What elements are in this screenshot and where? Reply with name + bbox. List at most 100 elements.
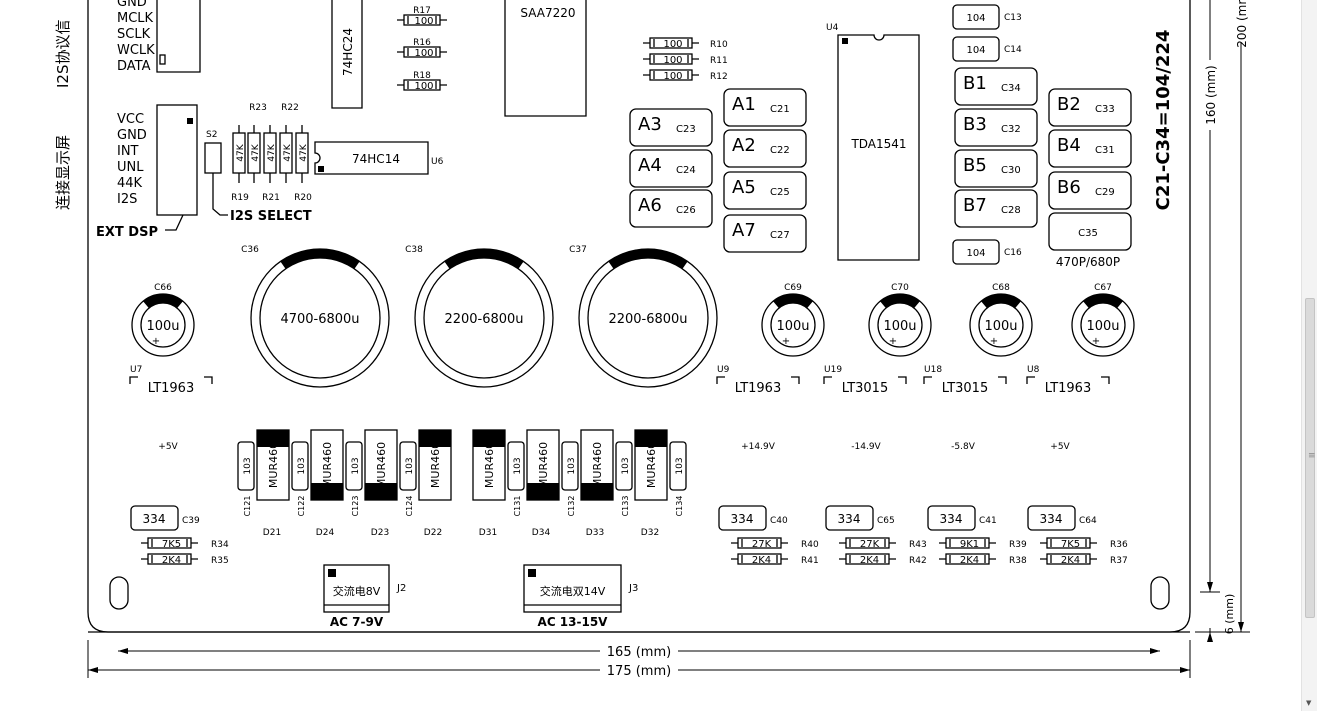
- cap103-ref-1: C122: [297, 496, 306, 517]
- cap-pad-label-8: B3: [963, 114, 987, 135]
- cap100u-value-3: 100u: [984, 319, 1017, 334]
- cap-pad-ref-6: C27: [770, 230, 790, 241]
- cap103-ref-4: C131: [513, 496, 522, 517]
- cap103-value-1: 103: [297, 457, 307, 474]
- cap-pad-ref-13: C29: [1095, 187, 1115, 198]
- cap334-value-2: 334: [838, 512, 861, 526]
- cap-pad-11: [1048, 88, 1132, 127]
- cap-pad-2: [629, 189, 713, 228]
- cap334-ref-0: C39: [182, 516, 200, 526]
- diode-ref-left-2: D23: [371, 528, 389, 538]
- tda1541-label: TDA1541: [850, 137, 906, 151]
- cap103-body-6: [615, 441, 633, 491]
- cap104-value-0: 104: [966, 13, 985, 24]
- diode-part-3: MUR460: [429, 442, 442, 488]
- cap100u-plus-0: +: [152, 336, 160, 347]
- s2-switch-outline: [204, 142, 222, 174]
- cap100u-inner-4: [1080, 302, 1126, 348]
- cap334-body-4: [1027, 505, 1076, 531]
- cap100u-value-0: 100u: [146, 319, 179, 334]
- display-connector-pin-mark: [187, 118, 193, 124]
- mounting-hole-right: [1150, 576, 1170, 610]
- cap100u-ref-4: C67: [1094, 283, 1112, 293]
- cap100u-outer-2: [868, 293, 932, 357]
- diode-ref-right-0: D31: [479, 528, 497, 538]
- diode-part-0: MUR460: [267, 442, 280, 488]
- hc24-label: 74HC24: [341, 28, 355, 76]
- display-pin-44k: 44K: [117, 176, 143, 191]
- u4-label: U4: [826, 23, 839, 33]
- cap100u-value-1: 100u: [776, 319, 809, 334]
- regulator-part-2: LT3015: [842, 381, 888, 396]
- cap-pad-ref-5: C25: [770, 187, 790, 198]
- cap103-body-1: [291, 441, 309, 491]
- diode-part-4: MUR460: [483, 442, 496, 488]
- diode-ref-right-1: D34: [532, 528, 551, 538]
- dim-6-label: 6 (mm): [1223, 594, 1236, 635]
- diode-ref-right-2: D33: [586, 528, 604, 538]
- vertical-scrollbar[interactable]: ≡ ▼: [1301, 0, 1317, 711]
- display-connector-outline: [156, 104, 198, 216]
- ac-connector-pin1-1: [528, 569, 536, 577]
- diode-band-4: [473, 430, 505, 447]
- dim-165-gap: [600, 644, 678, 658]
- cap100u-polarity-4: [1083, 294, 1123, 309]
- cap103-body-7: [669, 441, 687, 491]
- cap334-ref-1: C40: [770, 516, 788, 526]
- regulator-bracket-1: [716, 376, 800, 384]
- regulator-part-4: LT1963: [1045, 381, 1091, 396]
- arrow-165-left: [118, 648, 128, 654]
- ac-connector-text-1: 交流电双14V: [540, 584, 606, 598]
- fb-res-top-0-body: [147, 537, 192, 549]
- cap104-body-0: [952, 4, 1000, 30]
- diode-part-5: MUR460: [537, 442, 550, 488]
- bulk-cap-polarity-1: [444, 249, 524, 269]
- cap104-ref-2: C16: [1004, 248, 1022, 258]
- regulator-ref-1: U9: [717, 365, 730, 375]
- ac-connector-text-0: 交流电8V: [333, 584, 381, 598]
- regulator-voltage-0: +5V: [158, 442, 178, 452]
- scroll-down-arrow-icon[interactable]: ▼: [1306, 699, 1312, 707]
- r10-res-2-value: 100: [663, 71, 682, 82]
- fb-res-bottom-2-value: 2K4: [860, 555, 879, 566]
- cap-pad-10: [954, 189, 1038, 228]
- cap103-ref-5: C132: [567, 496, 576, 517]
- mounting-hole-left: [109, 576, 129, 610]
- cap334-value-3: 334: [940, 512, 963, 526]
- scrollbar-thumb[interactable]: ≡: [1305, 298, 1316, 618]
- top-res-2-value: 100: [414, 81, 433, 92]
- bulk-cap-outer-2: [578, 248, 718, 388]
- header-pin-data: DATA: [117, 59, 151, 74]
- cap-pad-label-6: A7: [732, 220, 756, 241]
- bulk-cap-outer-0: [250, 248, 390, 388]
- cap334-value-0: 334: [143, 512, 166, 526]
- ext-dsp-leader: [165, 214, 184, 231]
- cap334-ref-4: C64: [1079, 516, 1097, 526]
- cap-pad-ref-7: C34: [1001, 83, 1021, 94]
- cap-pad-12: [1048, 129, 1132, 168]
- top-res-0-value: 100: [414, 16, 433, 27]
- hc14-chip-outline: [314, 141, 429, 175]
- arrow-160-bottom: [1207, 582, 1213, 592]
- cap104-body-1: [952, 36, 1000, 62]
- res47k-value-4: 47K: [299, 143, 309, 161]
- res47k-body-0: [232, 132, 246, 174]
- cap-pad-label-0: A3: [638, 114, 662, 135]
- diode-band-3: [419, 430, 451, 447]
- cap-pad-0: [629, 108, 713, 147]
- cap103-value-6: 103: [621, 457, 631, 474]
- cap-pad-label-9: B5: [963, 155, 987, 176]
- cap-pad-label-13: B6: [1057, 177, 1081, 198]
- r10-res-1-value: 100: [663, 55, 682, 66]
- fb-res-bottom-3-body: [945, 553, 990, 565]
- fb-res-bottom-4-value: 2K4: [1061, 555, 1080, 566]
- res47k-top-ref-0: R23: [249, 103, 267, 113]
- fb-res-top-ref-2: R43: [909, 540, 927, 550]
